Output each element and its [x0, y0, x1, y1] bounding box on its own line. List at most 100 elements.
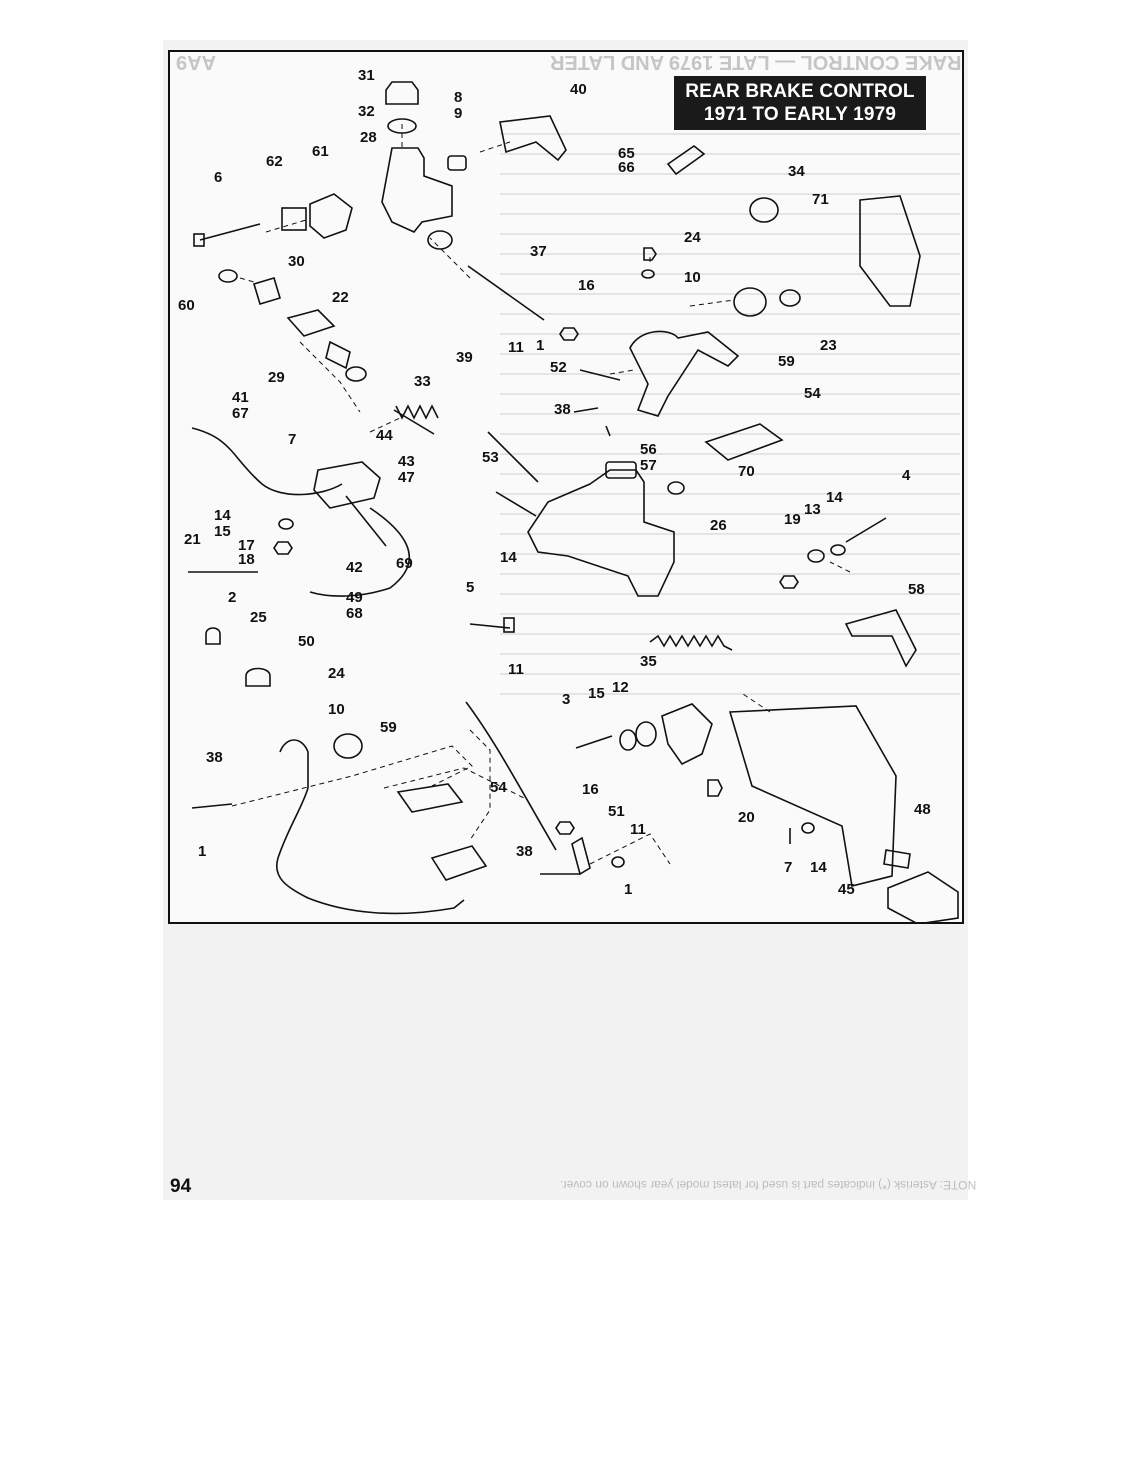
seal-drawing	[345, 366, 367, 382]
callout: 33	[414, 373, 431, 390]
washer-14-drawing	[278, 518, 294, 530]
callout: 3	[562, 691, 570, 708]
diagram-frame: BRAKE CONTROL — LATE 1979 AND LATER AA9	[168, 50, 964, 924]
callout: 1	[198, 843, 206, 860]
lower-rod-drawing	[495, 491, 537, 517]
callout: 51	[608, 803, 625, 820]
pedal-pad-54-upper-drawing	[704, 423, 784, 461]
callout: 25	[250, 609, 267, 626]
callout: 62	[266, 153, 283, 170]
washer-15-lower-drawing	[619, 729, 637, 751]
bolt-5-head	[503, 617, 515, 633]
callout: 15	[214, 523, 231, 540]
clip-25-drawing	[205, 627, 221, 645]
brake-pedal-lower-drawing	[275, 739, 465, 915]
bolt-6-drawing	[199, 223, 261, 241]
callout: 16	[578, 277, 595, 294]
washer-11-lower-drawing	[611, 856, 625, 868]
callout: 66	[618, 159, 635, 176]
spacer-block-drawing	[281, 207, 307, 231]
fitting-20-drawing	[707, 779, 723, 797]
mounting-plate-lower-drawing	[728, 705, 897, 887]
washer-13-drawing	[807, 549, 825, 563]
callout: 54	[804, 385, 821, 402]
callout: 29	[268, 369, 285, 386]
lower-master-cylinder-drawing	[527, 469, 675, 597]
callout: 57	[640, 457, 657, 474]
bracket-71-drawing	[859, 195, 921, 307]
callout: 11	[508, 661, 524, 678]
bolt-3-drawing	[575, 735, 613, 749]
tube-42-drawing	[309, 507, 411, 597]
callout: 6	[214, 169, 222, 186]
washer-12-drawing	[635, 721, 657, 747]
washer-14-right-drawing	[830, 544, 846, 556]
diagram-title-box: REAR BRAKE CONTROL 1971 TO EARLY 1979	[674, 76, 926, 130]
plate-45-drawing	[887, 871, 959, 922]
callout: 59	[380, 719, 397, 736]
callout: 11	[630, 821, 646, 838]
callout: 21	[184, 531, 201, 548]
callout: 17	[238, 537, 255, 554]
callout: 38	[554, 401, 571, 418]
callout: 44	[376, 427, 393, 444]
callout: 47	[398, 469, 415, 486]
piston-assembly-22-drawing	[286, 309, 351, 370]
callout: 50	[298, 633, 315, 650]
callout: 39	[456, 349, 473, 366]
title-line-1: REAR BRAKE CONTROL	[685, 81, 915, 102]
push-rod-37-drawing	[467, 265, 545, 321]
cable-drawing	[465, 701, 557, 851]
callout: 14	[214, 507, 231, 524]
callout: 54	[490, 779, 507, 796]
lever-body-drawing	[661, 703, 713, 766]
callout: 42	[346, 559, 363, 576]
callout: 16	[582, 781, 599, 798]
clevis-rod-53-drawing	[487, 431, 539, 483]
callout: 52	[550, 359, 567, 376]
callout: 14	[826, 489, 843, 506]
adjuster-screw-52-drawing	[579, 369, 621, 381]
callout: 49	[346, 589, 363, 606]
washer-14-lower-right-drawing	[801, 822, 815, 834]
callout: 61	[312, 143, 329, 160]
callout: 69	[396, 555, 413, 572]
brake-line-41-drawing	[191, 427, 343, 496]
bleed-through-note: NOTE: Asterisk (*) indicates part is use…	[560, 1178, 977, 1192]
callout: 53	[482, 449, 499, 466]
callout: 23	[820, 337, 837, 354]
shield-plate-drawing	[309, 193, 353, 239]
title-line-2: 1971 TO EARLY 1979	[703, 104, 897, 125]
callout: 59	[778, 353, 795, 370]
callout: 40	[570, 81, 587, 98]
callout: 67	[232, 405, 249, 422]
callout: 24	[328, 665, 345, 682]
washer-10-upper-drawing	[641, 269, 655, 279]
bolt-4-drawing	[845, 517, 887, 543]
callout: 28	[360, 129, 377, 146]
plug-drawing	[447, 155, 467, 171]
callout: 2	[228, 589, 236, 606]
callout: 14	[810, 859, 827, 876]
upper-master-cylinder-drawing	[381, 147, 453, 233]
callout: 4	[902, 467, 911, 484]
callout: 18	[238, 551, 255, 568]
spring-35-drawing	[649, 634, 733, 651]
bushing-70-drawing	[667, 481, 685, 495]
pin-38-upper-drawing	[573, 407, 599, 413]
pedal-pad-54-lower-drawing	[396, 783, 464, 813]
callout: 35	[640, 653, 657, 670]
pin-38-lower-drawing	[191, 803, 233, 809]
callout: 38	[516, 843, 533, 860]
washer-23-drawing	[779, 289, 801, 307]
callout: 32	[358, 103, 375, 120]
callout: 37	[530, 243, 547, 260]
callout: 10	[328, 701, 345, 718]
nut-19-drawing	[779, 575, 799, 589]
mounting-bracket-40-drawing	[499, 115, 567, 162]
nut-24-upper-drawing	[643, 247, 657, 261]
callout: 65	[618, 145, 635, 162]
callout: 58	[908, 581, 925, 598]
callout: 5	[466, 579, 474, 596]
cotter-1-upper-drawing	[605, 425, 611, 437]
